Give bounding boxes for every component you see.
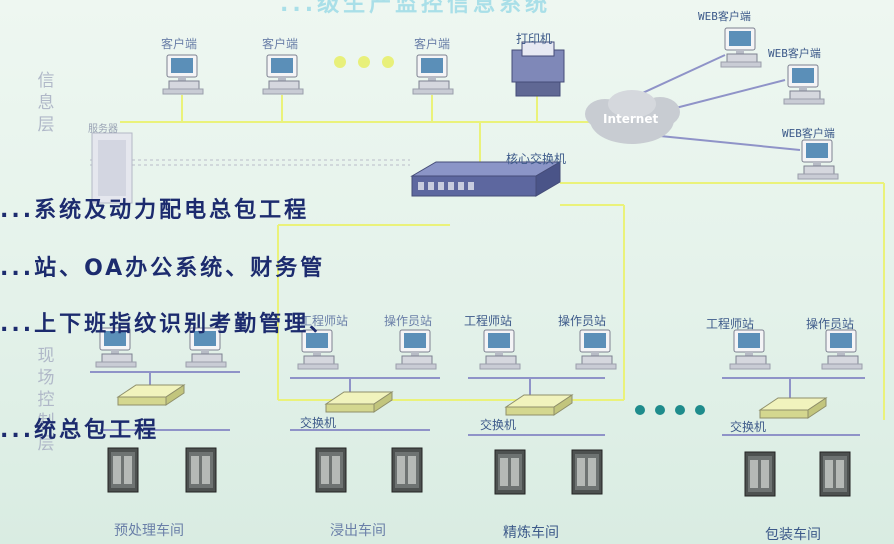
plc-cabinet-icon [391,447,423,493]
plc-cabinet-icon [744,451,776,497]
printer-label: 打印机 [516,32,553,46]
client-pc-icon [412,54,454,95]
workshop-label: 浸出车间 [330,523,386,539]
printer-icon [511,41,565,97]
diagram-title: ...级生产监控信息系统 [280,0,552,17]
web-client-pc-icon [797,139,839,180]
overlay-text-line: ...系统及动力配电总包工程 [0,198,310,223]
switch-icon [325,391,393,413]
switch-icon [117,384,185,406]
core-switch-label: 核心交换机 [506,152,567,166]
core-switch-icon [410,161,562,197]
overlay-text-line: ...站、OA办公系统、财务管 [0,256,326,281]
server-label: 服务器 [88,124,118,135]
switch-icon [505,394,573,416]
client-pc-icon [162,54,204,95]
plc-cabinet-icon [819,451,851,497]
station-label: 工程师站 [300,314,349,328]
switch-icon [759,397,827,419]
overlay-text-line: ...统总包工程 [0,418,160,443]
info-layer-label: 信息层 [37,71,55,135]
station-label: 操作员站 [384,314,433,328]
web-client-pc-icon [720,27,762,68]
switch-label: 交换机 [480,418,517,432]
switch-label: 交换机 [730,420,767,434]
client-label: 客户端 [414,37,451,51]
station-pc-icon [575,329,617,370]
station-pc-icon [479,329,521,370]
station-pc-icon [729,329,771,370]
plc-cabinet-icon [494,449,526,495]
workshop-label: 精炼车间 [503,525,559,541]
plc-cabinet-icon [571,449,603,495]
plc-cabinet-icon [107,447,139,493]
plc-cabinet-icon [315,447,347,493]
web-client-label: WEB客户端 [782,127,835,140]
plc-cabinet-icon [185,447,217,493]
internet-label: Internet [603,112,659,126]
server-icon [91,132,133,204]
station-label: 操作员站 [558,314,607,328]
client-pc-icon [262,54,304,95]
web-client-pc-icon [783,64,825,105]
station-pc-icon [395,329,437,370]
ellipsis-dots [334,56,394,68]
switch-label: 交换机 [300,416,337,430]
station-label: 工程师站 [464,314,513,328]
station-pc-icon [821,329,863,370]
field-layer-label: 现场控制层 [37,346,55,454]
ellipsis-dots [635,405,705,415]
workshop-label: 预处理车间 [114,523,184,539]
station-label: 工程师站 [706,317,755,331]
web-client-label: WEB客户端 [768,47,821,60]
overlay-text-line: ...上下班指纹识别考勤管理、 [0,312,335,337]
internet-cloud-icon [585,90,680,144]
client-label: 客户端 [161,37,198,51]
web-client-label: WEB客户端 [698,10,751,23]
workshop-label: 包装车间 [765,527,821,543]
client-label: 客户端 [262,37,299,51]
station-label: 操作员站 [806,317,855,331]
